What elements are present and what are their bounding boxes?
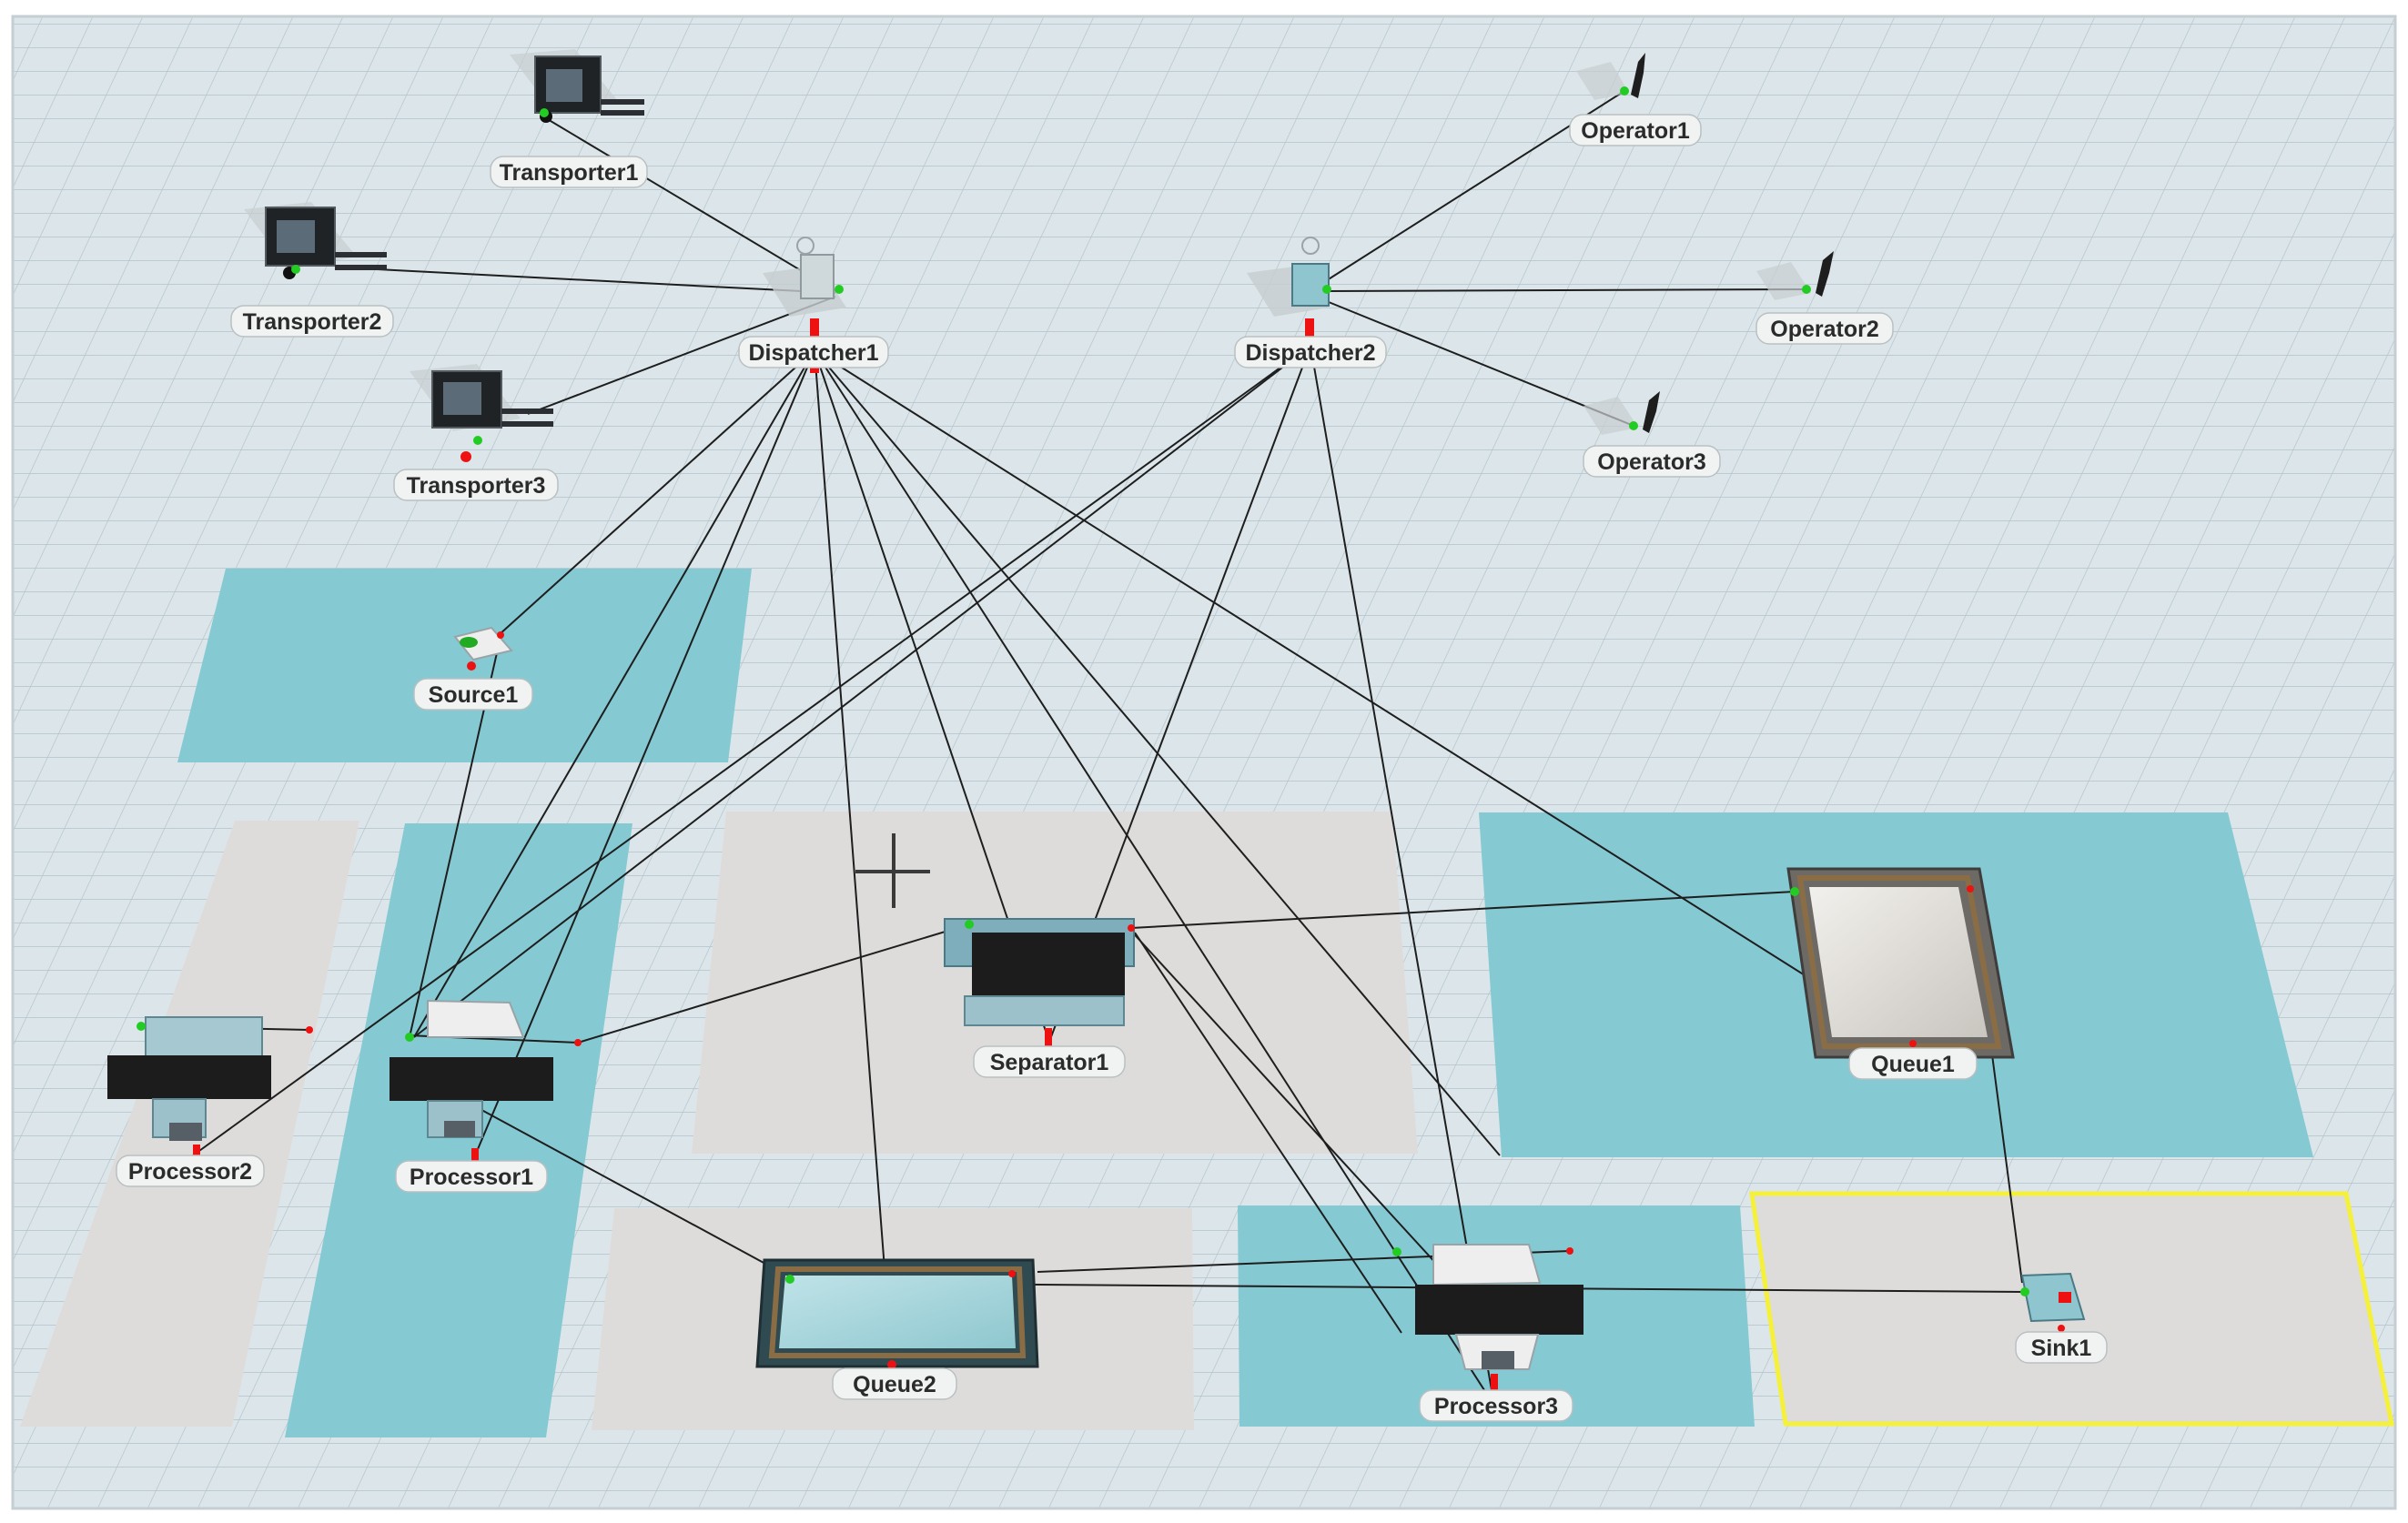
separator-icon — [944, 918, 1135, 1052]
queue-icon — [1786, 867, 2015, 1059]
sink-icon — [2020, 1272, 2086, 1332]
source1[interactable]: Source1 — [413, 626, 533, 711]
processor-icon — [1392, 1244, 1583, 1401]
dispatcher2-label-bg — [1234, 336, 1387, 368]
processor3-label: Processor3 — [1434, 1394, 1558, 1419]
processor2-label-bg — [116, 1155, 265, 1187]
processor1-label: Processor1 — [410, 1165, 533, 1190]
separator1[interactable]: Separator1 — [944, 918, 1135, 1078]
operator-icon — [1756, 251, 1834, 300]
crosshair-cursor-icon — [855, 833, 930, 908]
transporter1[interactable]: Transporter1 — [490, 49, 648, 188]
transporter2-label-bg — [230, 305, 394, 338]
queue1[interactable]: Queue1 — [1786, 867, 2015, 1080]
transporter1-label-bg — [490, 156, 648, 188]
forklift-icon — [510, 49, 644, 123]
separator1-label-bg — [973, 1045, 1126, 1078]
processor-icon — [107, 1016, 313, 1165]
forklift-icon — [244, 202, 387, 279]
transporter3-label: Transporter3 — [407, 473, 546, 499]
operator3-label-bg — [1583, 445, 1721, 478]
queue1-label-bg — [1848, 1047, 1978, 1080]
forklift-icon — [410, 364, 553, 462]
source1-label: Source1 — [429, 682, 519, 708]
processor-icon — [390, 999, 582, 1170]
operator2-label-bg — [1755, 312, 1894, 345]
operator2-label: Operator2 — [1770, 317, 1878, 342]
operator3-label: Operator3 — [1597, 449, 1705, 475]
operator1[interactable]: Operator1 — [1569, 53, 1702, 146]
operator2[interactable]: Operator2 — [1755, 251, 1894, 345]
queue2[interactable]: Queue2 — [755, 1258, 1039, 1400]
transporter2[interactable]: Transporter2 — [230, 202, 394, 338]
processor2-label: Processor2 — [128, 1159, 252, 1185]
queue2-label-bg — [832, 1367, 957, 1400]
operator1-label: Operator1 — [1581, 118, 1690, 144]
processor1-label-bg — [395, 1160, 548, 1193]
processor2[interactable]: Processor2 — [107, 1016, 313, 1187]
connections — [140, 90, 2026, 1407]
transporter1-label: Transporter1 — [500, 160, 639, 186]
processor1[interactable]: Processor1 — [390, 999, 582, 1193]
transporter3[interactable]: Transporter3 — [393, 364, 559, 501]
transporter3-label-bg — [393, 469, 559, 501]
operator-icon — [1583, 391, 1660, 435]
source1-label-bg — [413, 678, 533, 711]
queue1-label: Queue1 — [1871, 1052, 1955, 1077]
dispatcher1-label-bg — [738, 336, 889, 368]
queue2-label: Queue2 — [853, 1372, 936, 1397]
operator-icon — [1576, 53, 1645, 100]
operator1-label-bg — [1569, 114, 1702, 146]
operator3[interactable]: Operator3 — [1583, 391, 1721, 478]
source-icon — [453, 626, 513, 671]
dispatcher-icon — [1247, 237, 1331, 353]
view-border — [11, 15, 2397, 1510]
zone-sink-selection[interactable] — [1749, 1191, 2395, 1427]
dispatcher2[interactable]: Dispatcher2 — [1234, 237, 1387, 368]
dispatcher2-label: Dispatcher2 — [1245, 340, 1375, 366]
sink1-label: Sink1 — [2031, 1336, 2092, 1361]
transporter2-label: Transporter2 — [243, 309, 382, 335]
zone-source — [177, 569, 752, 762]
dispatcher1-label: Dispatcher1 — [748, 340, 878, 366]
sink1[interactable]: Sink1 — [2015, 1272, 2108, 1364]
separator1-label: Separator1 — [990, 1050, 1109, 1075]
processor3[interactable]: Processor3 — [1392, 1244, 1583, 1422]
dispatcher1[interactable]: Dispatcher1 — [738, 237, 889, 373]
sink1-label-bg — [2015, 1331, 2108, 1364]
queue-icon — [755, 1258, 1039, 1369]
processor3-label-bg — [1419, 1389, 1573, 1422]
